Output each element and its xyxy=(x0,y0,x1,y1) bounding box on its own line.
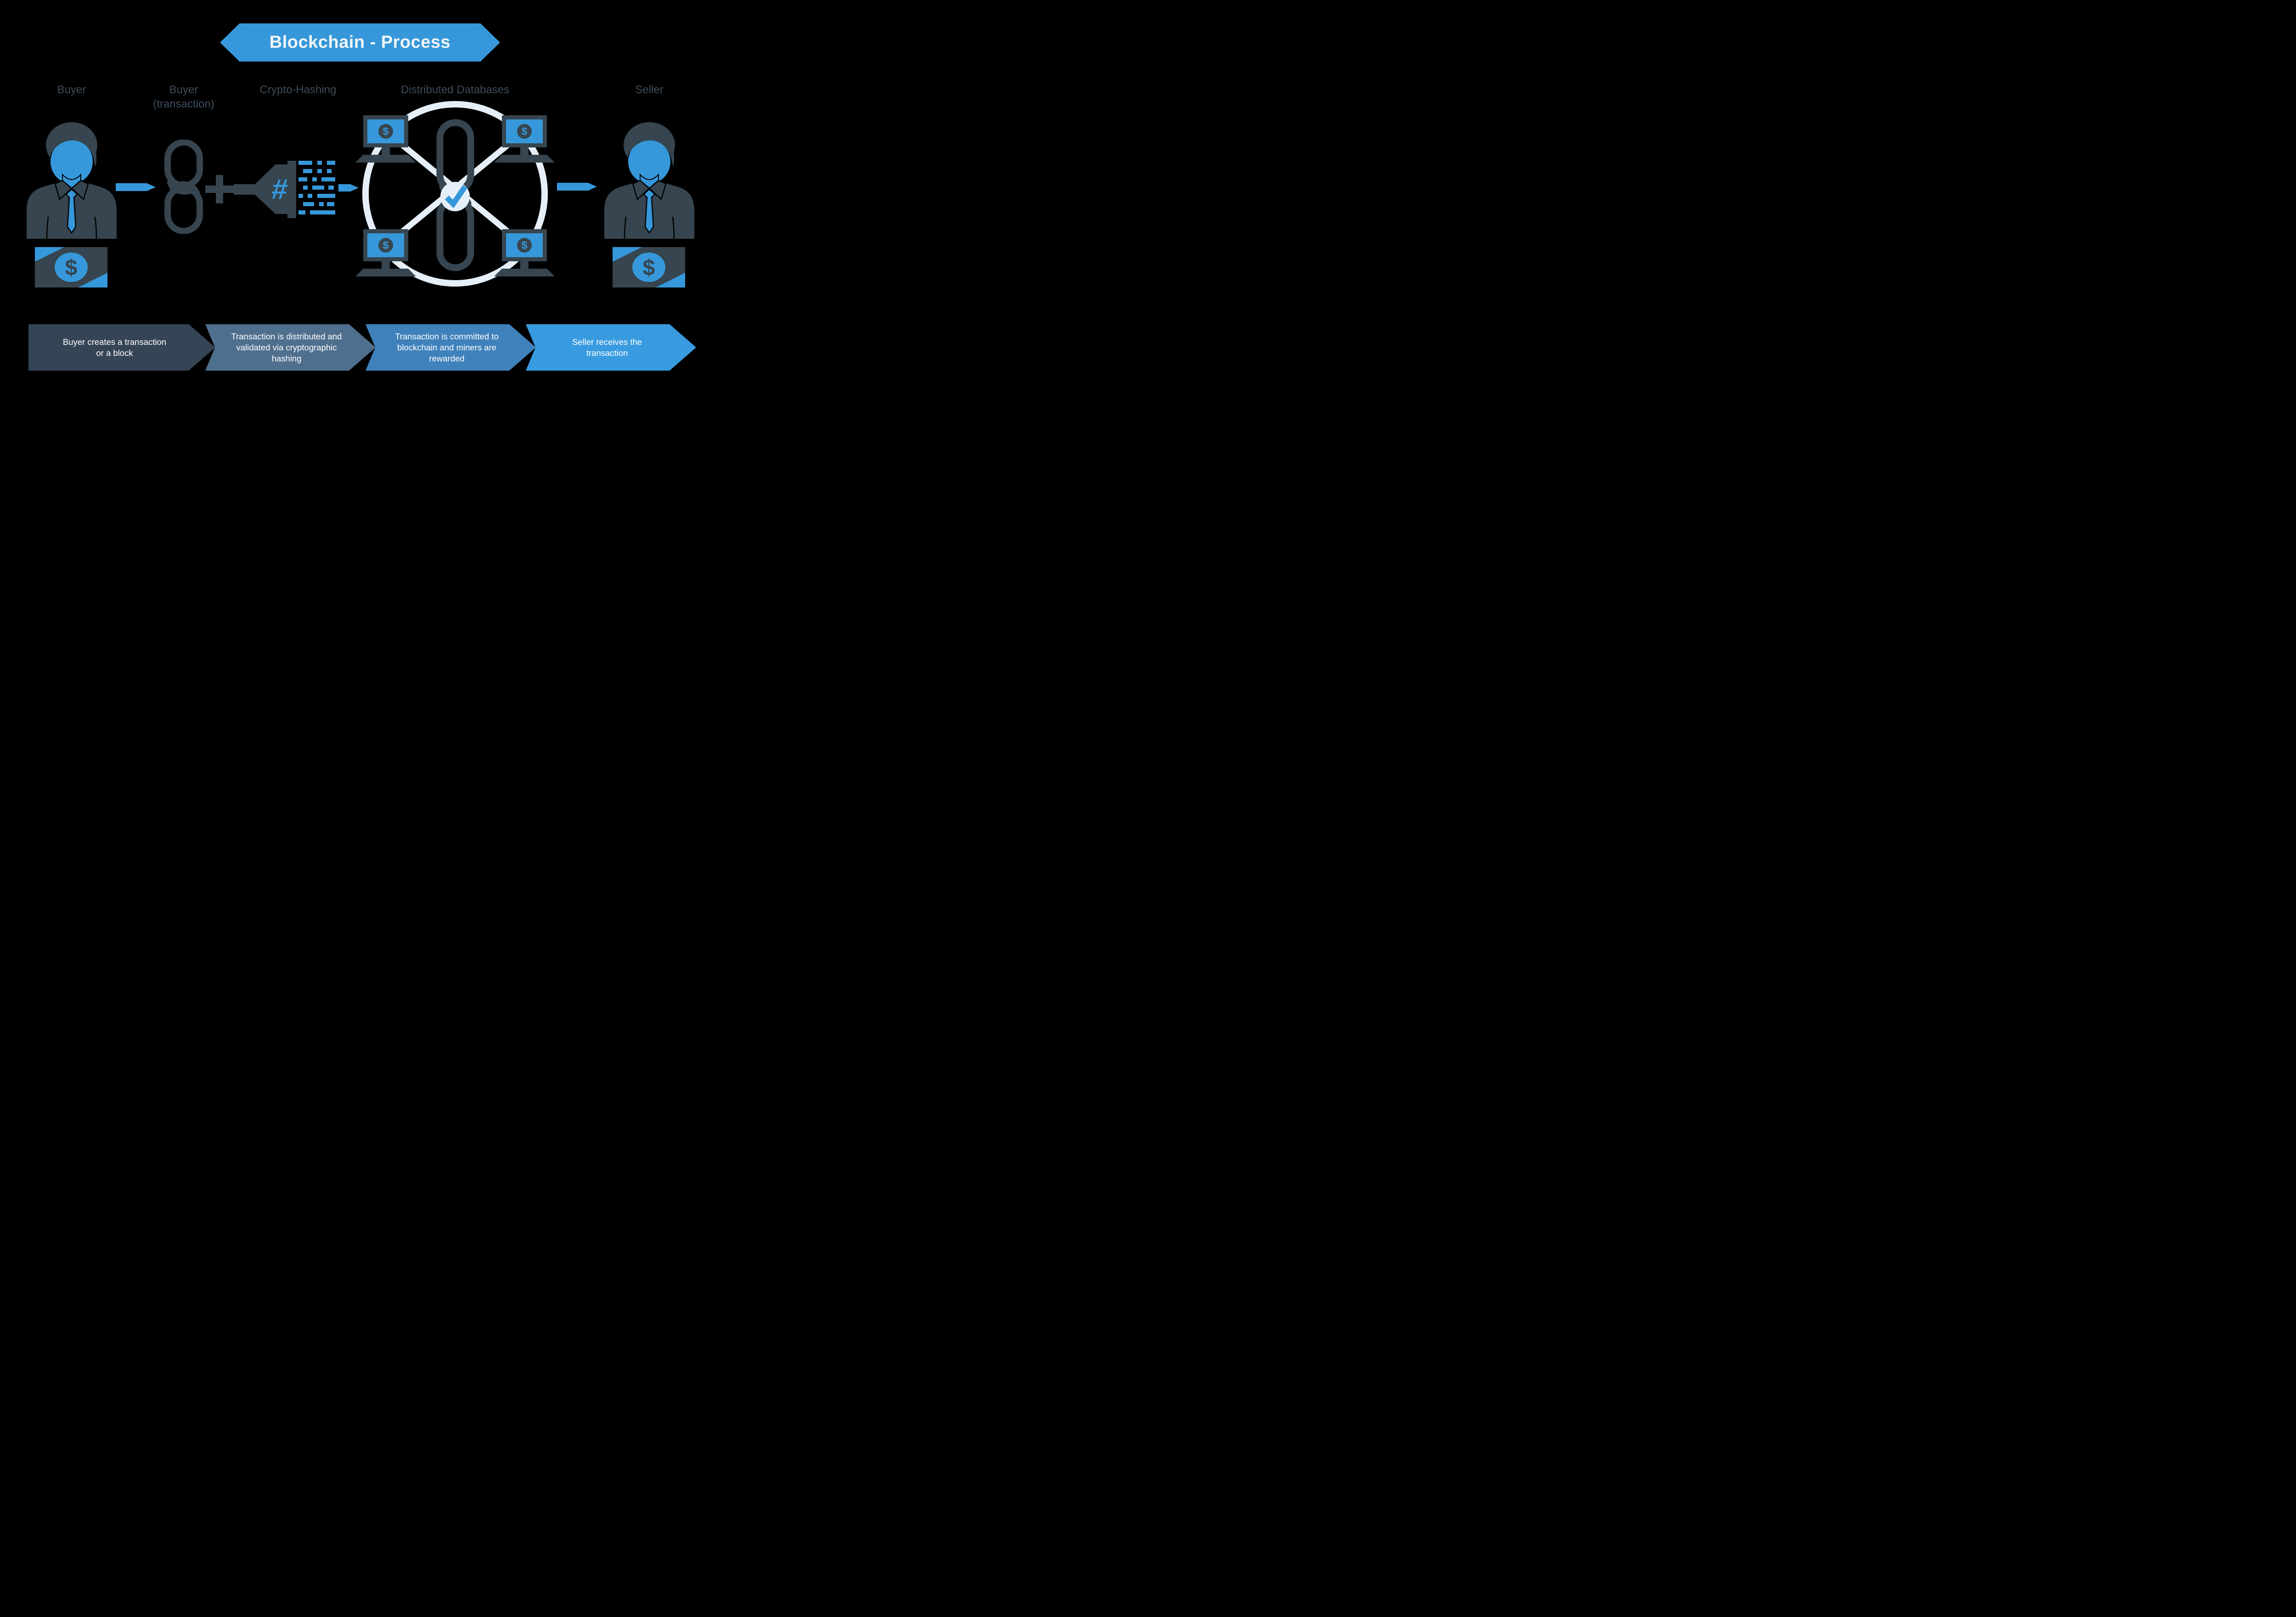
funnel-body xyxy=(234,161,296,218)
process-step-4: Seller receives the transaction xyxy=(526,324,696,371)
transaction-chain-icon xyxy=(164,140,203,234)
hash-funnel-icon: # xyxy=(234,161,296,218)
stage-label-line: Distributed Databases xyxy=(400,84,510,96)
stage-label-buyer: Buyer xyxy=(26,83,118,97)
flow-arrow-3 xyxy=(557,183,597,191)
hash-block xyxy=(303,186,308,190)
check-icon xyxy=(445,185,467,208)
hash-block xyxy=(298,177,307,181)
stage-label-line: Buyer xyxy=(57,84,86,96)
hash-row xyxy=(298,177,335,181)
node-monitor-bottom-left xyxy=(355,229,416,276)
network-ring xyxy=(362,101,548,287)
hash-block xyxy=(317,161,322,165)
stage-label-buyer-transaction: Buyer (transaction) xyxy=(133,83,234,111)
title-banner: Blockchain - Process xyxy=(220,23,500,62)
hash-block xyxy=(310,210,335,214)
process-step-text: Transaction is distributed and validated… xyxy=(231,331,342,363)
hash-block xyxy=(327,202,334,206)
node-monitor-top-right xyxy=(494,115,555,163)
stage-label-line: Seller xyxy=(635,84,664,96)
hash-row xyxy=(298,161,335,165)
buyer-figure xyxy=(26,121,118,287)
process-step-text: Buyer creates a transaction or a block xyxy=(62,337,167,358)
hash-block xyxy=(328,186,334,190)
process-step-1: Buyer creates a transaction or a block xyxy=(28,324,215,371)
hash-block xyxy=(308,194,312,198)
hash-block xyxy=(298,194,303,198)
hash-row xyxy=(298,186,335,190)
blockchain-process-infographic: $ $ xyxy=(0,0,720,406)
hash-block xyxy=(321,177,335,181)
node-monitor-bottom-right xyxy=(494,229,555,276)
stage-label-distributed-databases: Distributed Databases xyxy=(393,83,517,97)
distributed-database-network xyxy=(355,101,555,287)
hash-block xyxy=(312,177,317,181)
hash-block xyxy=(298,210,305,214)
process-step-text: Seller receives the transaction xyxy=(572,337,642,358)
hash-row xyxy=(298,202,335,206)
hash-block xyxy=(312,186,324,190)
node-monitor-top-left xyxy=(355,115,416,163)
hash-block xyxy=(327,161,335,165)
hash-block xyxy=(327,169,332,173)
hash-block xyxy=(317,194,335,198)
hash-row xyxy=(298,194,335,198)
page-title: Blockchain - Process xyxy=(269,33,451,52)
hash-block xyxy=(298,161,312,165)
flow-arrow-1 xyxy=(116,183,156,191)
process-step-3: Transaction is committed to blockchain a… xyxy=(366,324,536,371)
hash-block xyxy=(303,169,312,173)
hash-block xyxy=(319,202,324,206)
process-step-text: Transaction is committed to blockchain a… xyxy=(395,331,499,363)
hash-blocks xyxy=(298,161,335,219)
stage-label-line: Buyer xyxy=(169,84,198,96)
plus-icon xyxy=(216,175,223,203)
process-step-2: Transaction is distributed and validated… xyxy=(205,324,376,371)
hash-block xyxy=(317,169,322,173)
hash-row xyxy=(298,210,335,214)
stage-label-crypto-hashing: Crypto-Hashing xyxy=(245,83,351,97)
hash-row xyxy=(298,169,335,173)
hash-icon: # xyxy=(270,174,289,205)
stage-label-seller: Seller xyxy=(603,83,695,97)
seller-figure xyxy=(603,121,695,287)
hash-block xyxy=(303,202,314,206)
stage-label-line: (transaction) xyxy=(153,98,214,110)
stage-label-line: Crypto-Hashing xyxy=(259,84,337,96)
flow-arrow-2 xyxy=(338,184,359,192)
